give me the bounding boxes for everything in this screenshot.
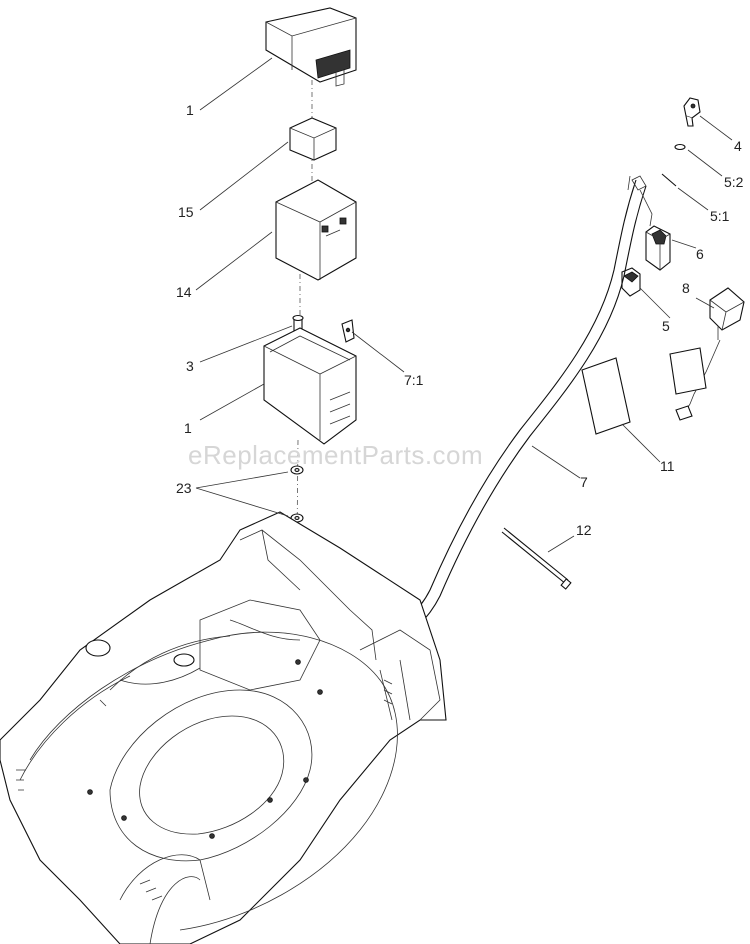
connector-part — [621, 267, 641, 297]
pin-part — [661, 173, 677, 187]
leader-lines — [195, 57, 733, 553]
charger-label-part — [669, 347, 707, 395]
callout-11: 11 — [660, 458, 675, 474]
watermark-text: eReplacementParts.com — [188, 440, 484, 470]
callout-8: 8 — [682, 280, 690, 296]
washer-parts — [290, 465, 304, 523]
callout-3: 3 — [186, 358, 194, 374]
charger-part — [675, 287, 745, 421]
switch-housing-part — [645, 225, 671, 271]
callout-15: 15 — [178, 204, 194, 220]
callout-6: 6 — [696, 246, 704, 262]
decal-part — [581, 357, 631, 435]
battery-tray-part — [263, 327, 357, 445]
ring-part — [674, 143, 686, 151]
callout-7-1: 7:1 — [404, 372, 424, 388]
battery-cover-part — [265, 7, 357, 87]
callout-23: 23 — [176, 480, 192, 496]
callout-5-1: 5:1 — [710, 208, 730, 224]
key-part — [683, 97, 701, 127]
callout-1-cover: 1 — [186, 102, 194, 118]
callout-5-2: 5:2 — [724, 174, 744, 190]
foam-pad-part — [289, 117, 337, 161]
callout-12: 12 — [576, 522, 592, 538]
callout-1-tray: 1 — [184, 420, 192, 436]
callout-4: 4 — [734, 138, 742, 154]
mower-deck-part — [0, 511, 447, 944]
battery-part — [275, 179, 357, 281]
callout-14: 14 — [176, 284, 192, 300]
callout-5: 5 — [662, 318, 670, 334]
callout-7: 7 — [580, 474, 588, 490]
cable-tie-part — [501, 527, 572, 590]
clip-part — [341, 319, 355, 343]
